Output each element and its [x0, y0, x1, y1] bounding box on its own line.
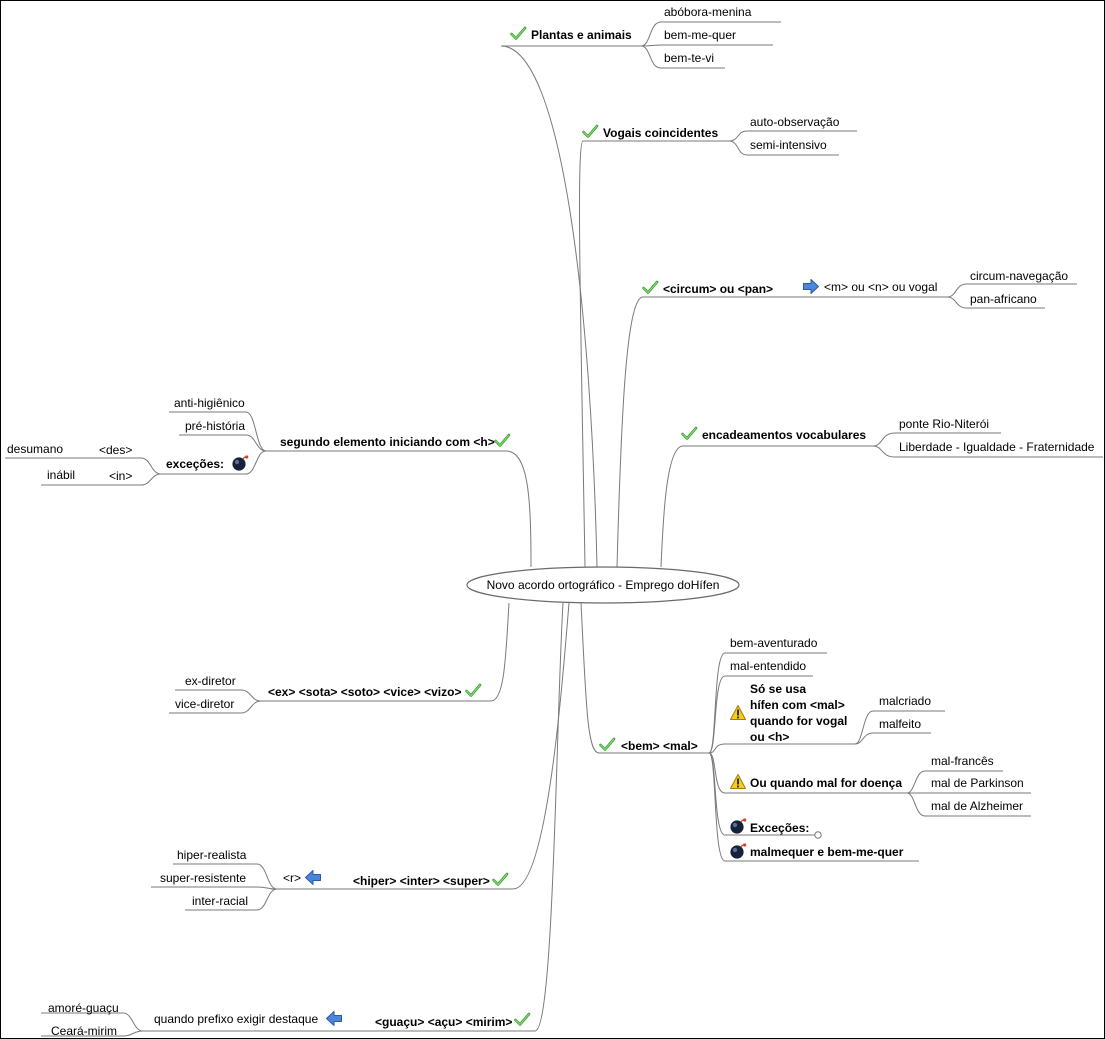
leaf-super-resistente[interactable]: super-resistente — [160, 871, 246, 885]
check-icon — [514, 1012, 531, 1026]
leaf-mal-de-alzheimer[interactable]: mal de Alzheimer — [931, 799, 1023, 813]
note1-line-4: ou <h> — [750, 730, 789, 744]
check-icon — [492, 872, 509, 886]
branch-bem-mal[interactable]: <bem> <mal> bem-aventurado mal-entendido… — [599, 636, 1024, 860]
bomb-icon — [729, 817, 747, 835]
leaf-abobora[interactable]: abóbora-menina — [664, 5, 752, 19]
note1-line-2: hífen com <mal> — [750, 698, 845, 712]
leaf-pre-historia[interactable]: pré-história — [185, 419, 245, 433]
bomb-icon — [231, 454, 249, 472]
central-topic-label: Novo acordo ortográfico - Emprego doHífe… — [487, 578, 720, 592]
guacu-rule[interactable]: quando prefixo exigir destaque — [154, 1012, 318, 1026]
leaf-ponte-rio-niteroi[interactable]: ponte Rio-Niterói — [899, 417, 989, 431]
check-icon — [642, 280, 659, 294]
circum-rule[interactable]: <m> ou <n> ou vogal — [824, 280, 937, 294]
leaf-bem-aventurado[interactable]: bem-aventurado — [730, 636, 818, 650]
leaf-malfeito[interactable]: malfeito — [879, 717, 921, 731]
branch-segundo-label: segundo elemento iniciando com <h> — [280, 435, 495, 449]
leaf-auto-observacao[interactable]: auto-observação — [750, 115, 840, 129]
leaf-hiper-realista[interactable]: hiper-realista — [177, 848, 247, 862]
connector-lines — [5, 21, 1103, 1037]
check-icon — [465, 683, 482, 697]
leaf-pan-africano[interactable]: pan-africano — [970, 292, 1037, 306]
hiper-rule[interactable]: <r> — [283, 871, 301, 885]
leaf-amore-guacu[interactable]: amoré-guaçu — [48, 1001, 119, 1015]
branch-bem-mal-label: <bem> <mal> — [621, 739, 698, 753]
bemmal-exceptions-label[interactable]: Exceções: — [750, 821, 809, 835]
branch-circum[interactable]: <circum> ou <pan> <m> ou <n> ou vogal ci… — [642, 269, 1069, 306]
check-icon — [582, 124, 599, 138]
note2-label: Ou quando mal for doença — [750, 776, 902, 790]
leaf-liberdade[interactable]: Liberdade - Igualdade - Fraternidade — [899, 440, 1095, 454]
leaf-desumano[interactable]: desumano — [7, 442, 63, 456]
branch-encadeamentos-label: encadeamentos vocabulares — [702, 428, 866, 442]
segundo-exceptions-label[interactable]: exceções: — [166, 457, 224, 471]
leaf-mal-de-parkinson[interactable]: mal de Parkinson — [931, 776, 1024, 790]
branch-ex-label: <ex> <sota> <soto> <vice> <vizo> — [268, 685, 461, 699]
bemmal-exception-item[interactable]: malmequer e bem-me-quer — [750, 845, 904, 859]
leaf-vice-diretor[interactable]: vice-diretor — [175, 697, 234, 711]
check-icon — [510, 26, 527, 40]
check-icon — [681, 426, 698, 440]
branch-guacu-label: <guaçu> <açu> <mirim> — [375, 1015, 512, 1029]
branch-segundo[interactable]: segundo elemento iniciando com <h> anti-… — [7, 396, 511, 483]
leaf-anti-higienico[interactable]: anti-higiênico — [174, 396, 245, 410]
leaf-inabil[interactable]: inábil — [47, 468, 75, 482]
prefix-in[interactable]: <in> — [109, 469, 132, 483]
prefix-des[interactable]: <des> — [99, 443, 132, 457]
branch-encadeamentos[interactable]: encadeamentos vocabulares ponte Rio-Nite… — [681, 417, 1095, 454]
leaf-bem-me-quer[interactable]: bem-me-quer — [664, 28, 736, 42]
note1-line-1: Só se usa — [750, 682, 806, 696]
leaf-mal-entendido[interactable]: mal-entendido — [730, 659, 806, 673]
central-topic[interactable]: Novo acordo ortográfico - Emprego doHífe… — [466, 566, 740, 604]
leaf-mal-frances[interactable]: mal-francês — [931, 754, 994, 768]
branch-guacu[interactable]: <guaçu> <açu> <mirim> quando prefixo exi… — [48, 1001, 531, 1038]
branch-circum-label: <circum> ou <pan> — [663, 282, 773, 296]
branch-ex[interactable]: <ex> <sota> <soto> <vice> <vizo> ex-dire… — [175, 674, 482, 711]
branch-vogais[interactable]: Vogais coincidentes auto-observação semi… — [582, 115, 840, 152]
arrow-left-icon — [305, 870, 321, 885]
leaf-bem-te-vi[interactable]: bem-te-vi — [664, 51, 714, 65]
leaf-ex-diretor[interactable]: ex-diretor — [185, 674, 236, 688]
leaf-circum-navegacao[interactable]: circum-navegação — [970, 269, 1068, 283]
arrow-right-icon — [803, 279, 819, 294]
branch-plantas-label: Plantas e animais — [531, 28, 632, 42]
leaf-ceara-mirim[interactable]: Ceará-mirim — [51, 1024, 117, 1038]
warning-icon — [730, 774, 746, 789]
leaf-semi-intensivo[interactable]: semi-intensivo — [750, 138, 827, 152]
arrow-left-icon — [326, 1011, 342, 1026]
branch-vogais-label: Vogais coincidentes — [603, 126, 718, 140]
warning-icon — [730, 705, 746, 720]
check-icon — [599, 737, 616, 751]
branch-hiper[interactable]: <hiper> <inter> <super> <r> hiper-realis… — [160, 848, 509, 908]
branch-hiper-label: <hiper> <inter> <super> — [353, 874, 490, 888]
leaf-inter-racial[interactable]: inter-racial — [192, 894, 248, 908]
note1-line-3: quando for vogal — [750, 714, 847, 728]
leaf-malcriado[interactable]: malcriado — [879, 694, 931, 708]
check-icon — [494, 433, 511, 447]
branch-plantas[interactable]: Plantas e animais abóbora-menina bem-me-… — [510, 5, 752, 65]
bomb-icon — [729, 842, 747, 860]
